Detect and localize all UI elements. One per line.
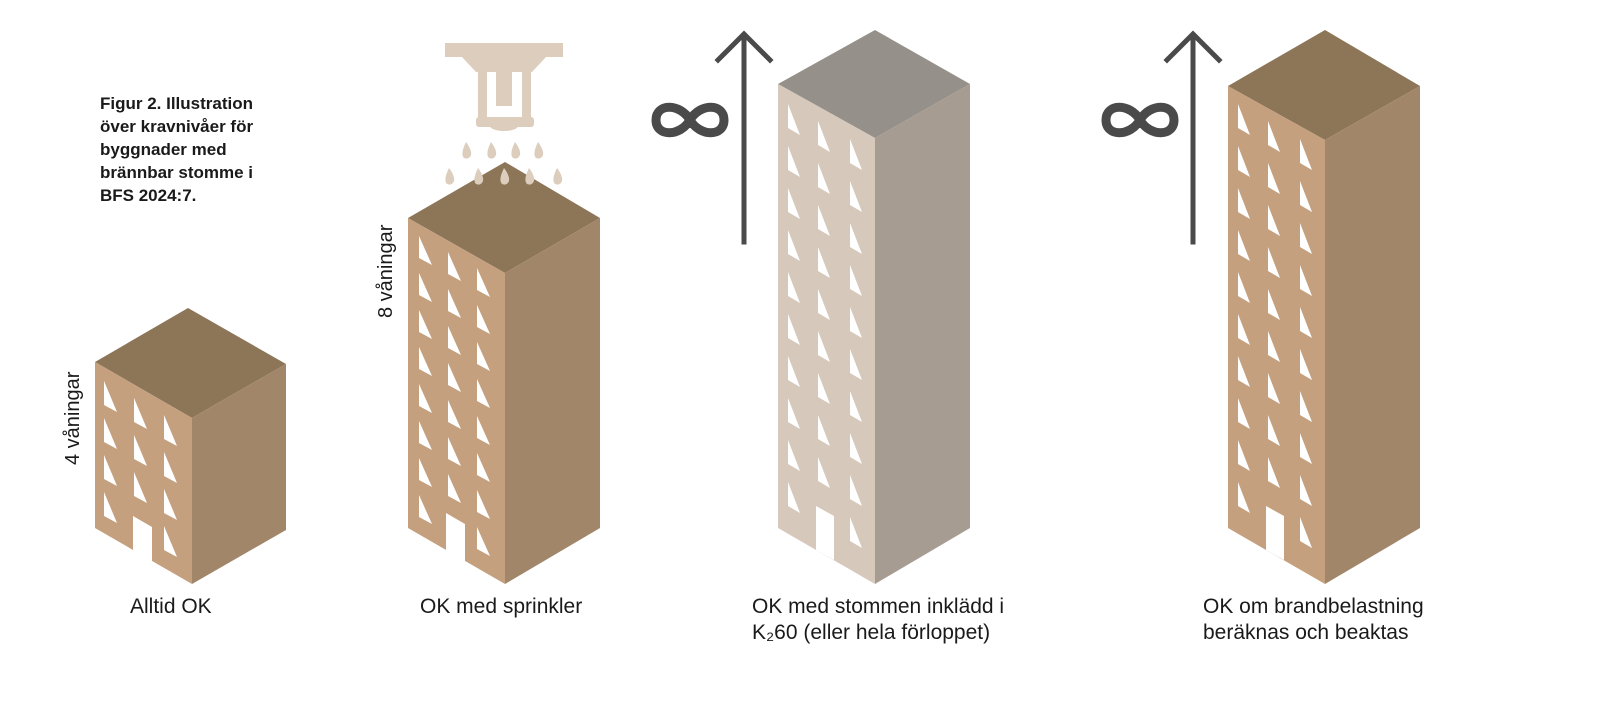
label-line: OK med sprinkler xyxy=(420,595,583,618)
label-line: OK med stommen inklädd i xyxy=(752,595,1005,618)
building-windows xyxy=(104,381,177,557)
building-8-storeys xyxy=(408,162,600,584)
building-side xyxy=(505,218,600,584)
building-roof xyxy=(1228,30,1420,140)
building-side xyxy=(192,364,286,584)
building-front xyxy=(778,84,875,584)
caption-line: brännbar stomme i xyxy=(100,163,254,182)
building-windows xyxy=(419,236,490,556)
building-roof xyxy=(778,30,970,138)
caption-line: Figur 2. Illustration xyxy=(100,94,254,113)
storey-label-8: 8 våningar xyxy=(375,224,397,318)
building-label-always-ok: Alltid OK xyxy=(130,594,212,620)
building-side xyxy=(1325,86,1420,584)
building-label-clad: OK med stommen inklädd i K₂60 (eller hel… xyxy=(752,594,1004,646)
building-4-storeys xyxy=(95,308,286,584)
caption-line: över kravnivåer för xyxy=(100,117,254,136)
building-door xyxy=(446,513,465,568)
arrow-up-icon xyxy=(1163,30,1223,245)
building-door xyxy=(816,506,834,560)
building-front xyxy=(95,362,192,584)
building-windows xyxy=(1238,104,1312,548)
caption-line: BFS 2024:7. xyxy=(100,186,197,205)
building-roof xyxy=(408,162,600,273)
building-label-sprinkler: OK med sprinkler xyxy=(420,594,582,620)
infinity-icon xyxy=(651,102,729,138)
building-front xyxy=(1228,86,1325,584)
building-roof xyxy=(95,308,286,418)
label-line: Alltid OK xyxy=(130,595,212,618)
caption-line: byggnader med xyxy=(100,140,227,159)
building-side xyxy=(875,84,970,584)
water-drops xyxy=(445,142,563,185)
building-door xyxy=(1266,506,1284,560)
label-line: K₂60 (eller hela förloppet) xyxy=(752,621,991,644)
building-wood-tall xyxy=(1228,30,1420,584)
arrow-up-icon xyxy=(714,30,774,245)
building-door xyxy=(133,516,152,569)
label-line: OK om brandbelastning xyxy=(1203,595,1424,618)
sprinkler-icon xyxy=(445,43,563,131)
storey-label-4: 4 våningar xyxy=(62,371,84,465)
building-clad-tall xyxy=(778,30,970,584)
figure-caption: Figur 2. Illustration över kravnivåer fö… xyxy=(100,92,300,207)
infinity-icon xyxy=(1101,102,1179,138)
building-front xyxy=(408,218,505,584)
building-label-fire-load: OK om brandbelastning beräknas och beakt… xyxy=(1203,594,1424,646)
building-windows xyxy=(788,104,862,548)
label-line: beräknas och beaktas xyxy=(1203,621,1409,644)
